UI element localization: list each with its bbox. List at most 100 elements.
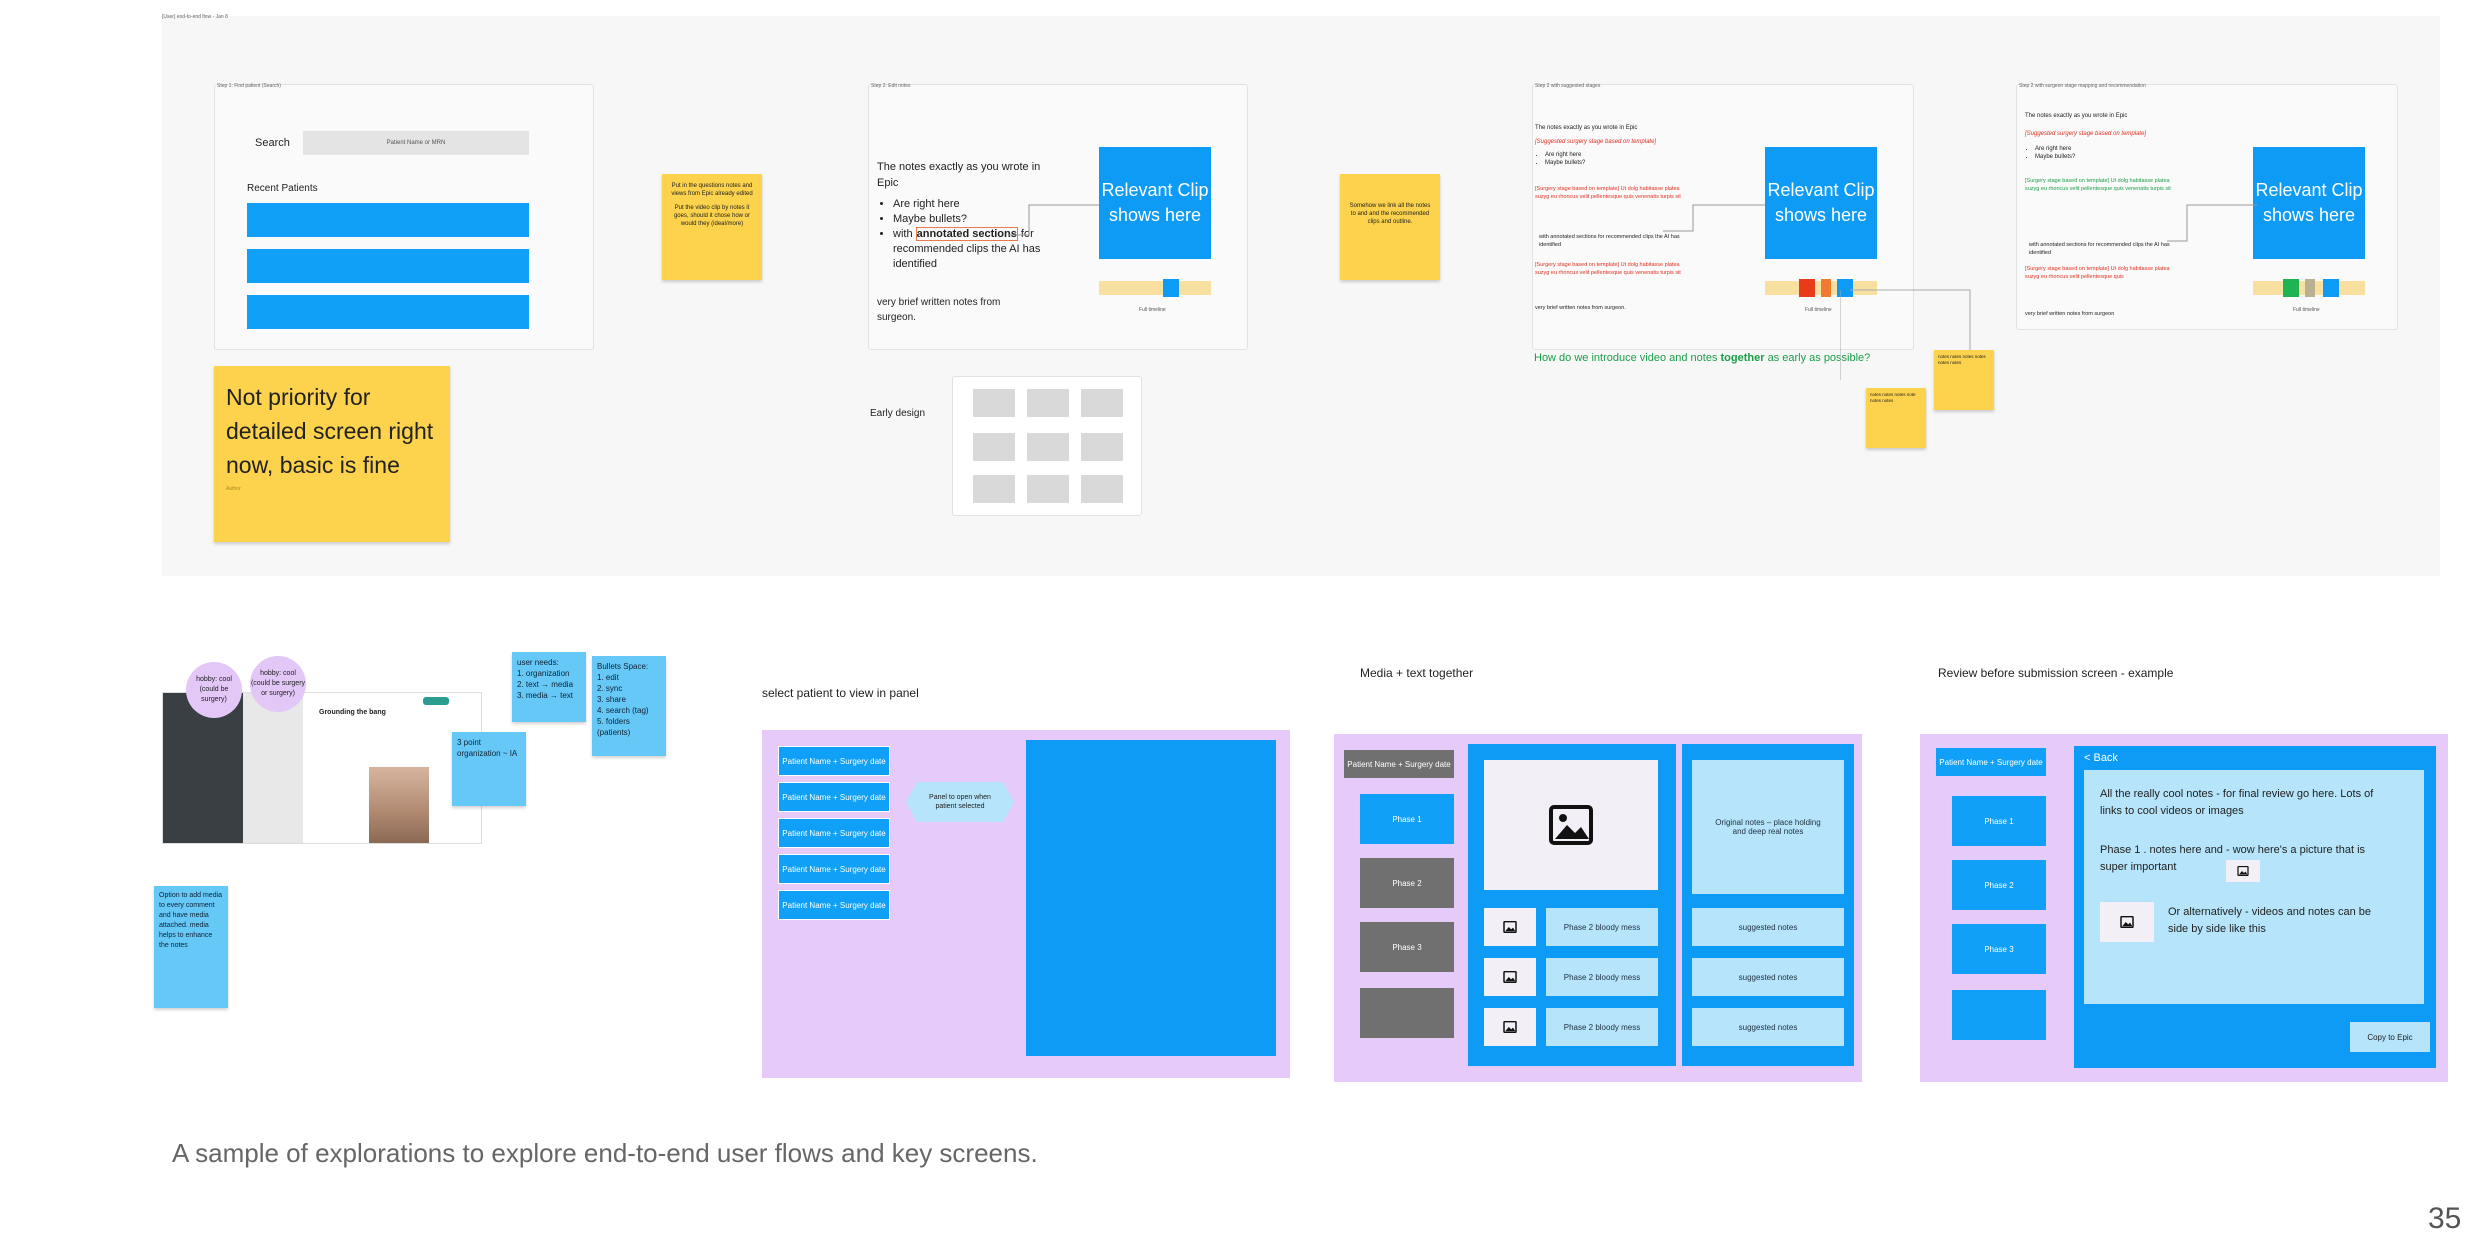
- early-design-thumbnail[interactable]: [952, 376, 1142, 516]
- sticky-note-small[interactable]: notes notes notes note notes notes: [1866, 388, 1926, 448]
- annotated-section: with annotated sections for recommended …: [1539, 234, 1680, 248]
- stage-block: [Surgery stage based on template] Ut dol…: [1535, 262, 1681, 276]
- phase-button[interactable]: [1360, 988, 1454, 1038]
- sticky-bullets-space[interactable]: Bullets Space: 1. edit 2. sync 3. share …: [592, 656, 666, 756]
- connector-lines: [1840, 289, 1971, 380]
- video-thumbnail[interactable]: [2100, 902, 2154, 942]
- connector-line: [2167, 204, 2257, 242]
- phase-button[interactable]: Phase 3: [1360, 922, 1454, 972]
- phase-button[interactable]: Phase 2: [1360, 858, 1454, 908]
- phase-button[interactable]: [1952, 990, 2046, 1040]
- search-input[interactable]: Patient Name or MRN: [303, 131, 529, 155]
- sticky-note-text: Put in the questions notes and views fro…: [671, 183, 753, 197]
- phase-button[interactable]: Phase 1: [1952, 796, 2046, 846]
- back-link[interactable]: < Back: [2084, 752, 2118, 764]
- phase-label: Phase 2: [1392, 878, 1422, 888]
- thumbnail[interactable]: [1484, 958, 1536, 996]
- notes-screen-label: Step 2 with surgeon stage mapping and re…: [2019, 83, 2146, 89]
- phase-button[interactable]: Phase 2: [1952, 860, 2046, 910]
- timeline-marker[interactable]: [2305, 279, 2315, 297]
- image-icon: [1503, 921, 1517, 933]
- timeline-marker[interactable]: [1799, 279, 1815, 297]
- copy-to-epic-button[interactable]: Copy to Epic: [2350, 1022, 2430, 1052]
- patient-header[interactable]: Patient Name + Surgery date: [1936, 748, 2046, 776]
- original-notes[interactable]: Original notes – place holding and deep …: [1692, 760, 1844, 894]
- timeline[interactable]: [1099, 279, 1211, 297]
- thumbnail[interactable]: [1484, 1008, 1536, 1046]
- patient-row[interactable]: Patient Name + Surgery date: [778, 746, 890, 776]
- suggested-notes[interactable]: suggested notes: [1692, 908, 1844, 946]
- question-part: How do we introduce video and notes: [1534, 352, 1721, 364]
- relevant-clip[interactable]: Relevant Clip shows here: [1099, 147, 1211, 259]
- persona-circle: hobby: cool (could be surgery or surgery…: [250, 656, 306, 712]
- suggested-stage: [Suggested surgery stage based on templa…: [2025, 131, 2147, 137]
- timeline-marker[interactable]: [1163, 279, 1179, 297]
- timeline-label: Full timeline: [2293, 307, 2320, 313]
- phase-row[interactable]: Phase 2 bloody mess: [1546, 908, 1658, 946]
- sticky-note[interactable]: Put in the questions notes and views fro…: [662, 174, 762, 280]
- question-part: as early as possible?: [1764, 352, 1871, 364]
- sticky-author: Author: [226, 486, 241, 492]
- sticky-user-needs[interactable]: user needs: 1. organization 2. text → me…: [512, 652, 586, 722]
- suggested-notes-text: suggested notes: [1738, 1022, 1798, 1032]
- media-text-screen: Patient Name + Surgery date Phase 1 Phas…: [1334, 734, 1862, 1082]
- patient-row[interactable]: Patient Name + Surgery date: [778, 890, 890, 920]
- phase-row[interactable]: Phase 2 bloody mess: [1546, 1008, 1658, 1046]
- patient-header[interactable]: Patient Name + Surgery date: [1344, 750, 1454, 778]
- persona-circle: hobby: cool (could be surgery): [186, 662, 242, 718]
- stage-block: [Surgery stage based on template] Ut dol…: [1535, 186, 1681, 200]
- persona-circle-text: hobby: cool (could be surgery or surgery…: [250, 670, 306, 697]
- timeline[interactable]: [1765, 279, 1877, 297]
- sticky-note-text: 3 point organization ~ IA: [457, 738, 518, 758]
- notes-footer: very brief written notes from surgeon.: [1535, 305, 1626, 311]
- sticky-note-small[interactable]: notes notes notes notes notes notes: [1934, 350, 1994, 410]
- list-item: 2. text → media: [517, 680, 574, 689]
- timeline-marker[interactable]: [1837, 279, 1853, 297]
- timeline[interactable]: [2253, 279, 2365, 297]
- phase-row[interactable]: Phase 2 bloody mess: [1546, 958, 1658, 996]
- inline-image[interactable]: [2226, 860, 2260, 882]
- patient-row[interactable]: Patient Name + Surgery date: [778, 818, 890, 848]
- sticky-point[interactable]: 3 point organization ~ IA: [452, 732, 526, 806]
- app-photo: [369, 767, 429, 843]
- recent-patients-label: Recent Patients: [247, 183, 318, 194]
- relevant-clip[interactable]: Relevant Clip shows here: [1765, 147, 1877, 259]
- list-item: 5. folders (patients): [597, 717, 631, 737]
- flow-frame-label: [User] end-to-end flow - Jan 8: [162, 14, 228, 20]
- recent-patient-row[interactable]: [247, 295, 529, 329]
- timeline-marker[interactable]: [2283, 279, 2299, 297]
- recent-patient-row[interactable]: [247, 203, 529, 237]
- review-panel: < Back All the really cool notes - for f…: [2074, 746, 2436, 1068]
- thumb: [973, 433, 1015, 461]
- suggested-notes[interactable]: suggested notes: [1692, 958, 1844, 996]
- search-screen: Step 1: Find patient (Search) Search Pat…: [214, 83, 594, 350]
- thumbnail[interactable]: [1484, 908, 1536, 946]
- patient-row[interactable]: Patient Name + Surgery date: [778, 854, 890, 884]
- notes-footer: very brief written notes from surgeon: [2025, 311, 2115, 317]
- phase-label: Phase 3: [1392, 942, 1422, 952]
- image-icon: [2120, 916, 2134, 928]
- notes-screen-mapping: Step 2 with surgeon stage mapping and re…: [2016, 83, 2398, 330]
- patient-row[interactable]: Patient Name + Surgery date: [778, 782, 890, 812]
- patient-header-text: Patient Name + Surgery date: [1939, 757, 2043, 767]
- sticky-title: Bullets Space:: [597, 662, 649, 671]
- list-item: 1. organization: [517, 669, 570, 678]
- suggested-notes[interactable]: suggested notes: [1692, 1008, 1844, 1046]
- phase-button[interactable]: Phase 1: [1360, 794, 1454, 844]
- bullet: Maybe bullets?: [1545, 159, 1585, 167]
- timeline-marker[interactable]: [2323, 279, 2339, 297]
- priority-sticky-note[interactable]: Not priority for detailed screen right n…: [214, 366, 450, 542]
- image-placeholder[interactable]: [1484, 760, 1658, 890]
- thumb: [973, 475, 1015, 503]
- recent-patient-row[interactable]: [247, 249, 529, 283]
- sticky-note[interactable]: Somehow we link all the notes to and and…: [1340, 174, 1440, 280]
- annotated-section[interactable]: annotated sections: [915, 227, 1018, 241]
- share-button[interactable]: [423, 697, 449, 705]
- relevant-clip[interactable]: Relevant Clip shows here: [2253, 147, 2365, 259]
- timeline-marker[interactable]: [1821, 279, 1831, 297]
- notes-footer: very brief written notes from surgeon.: [877, 297, 1001, 323]
- connector-line: [1663, 204, 1765, 232]
- sticky-option[interactable]: Option to add media to every comment and…: [154, 886, 228, 1008]
- phase-button[interactable]: Phase 3: [1952, 924, 2046, 974]
- search-placeholder: Patient Name or MRN: [386, 140, 446, 146]
